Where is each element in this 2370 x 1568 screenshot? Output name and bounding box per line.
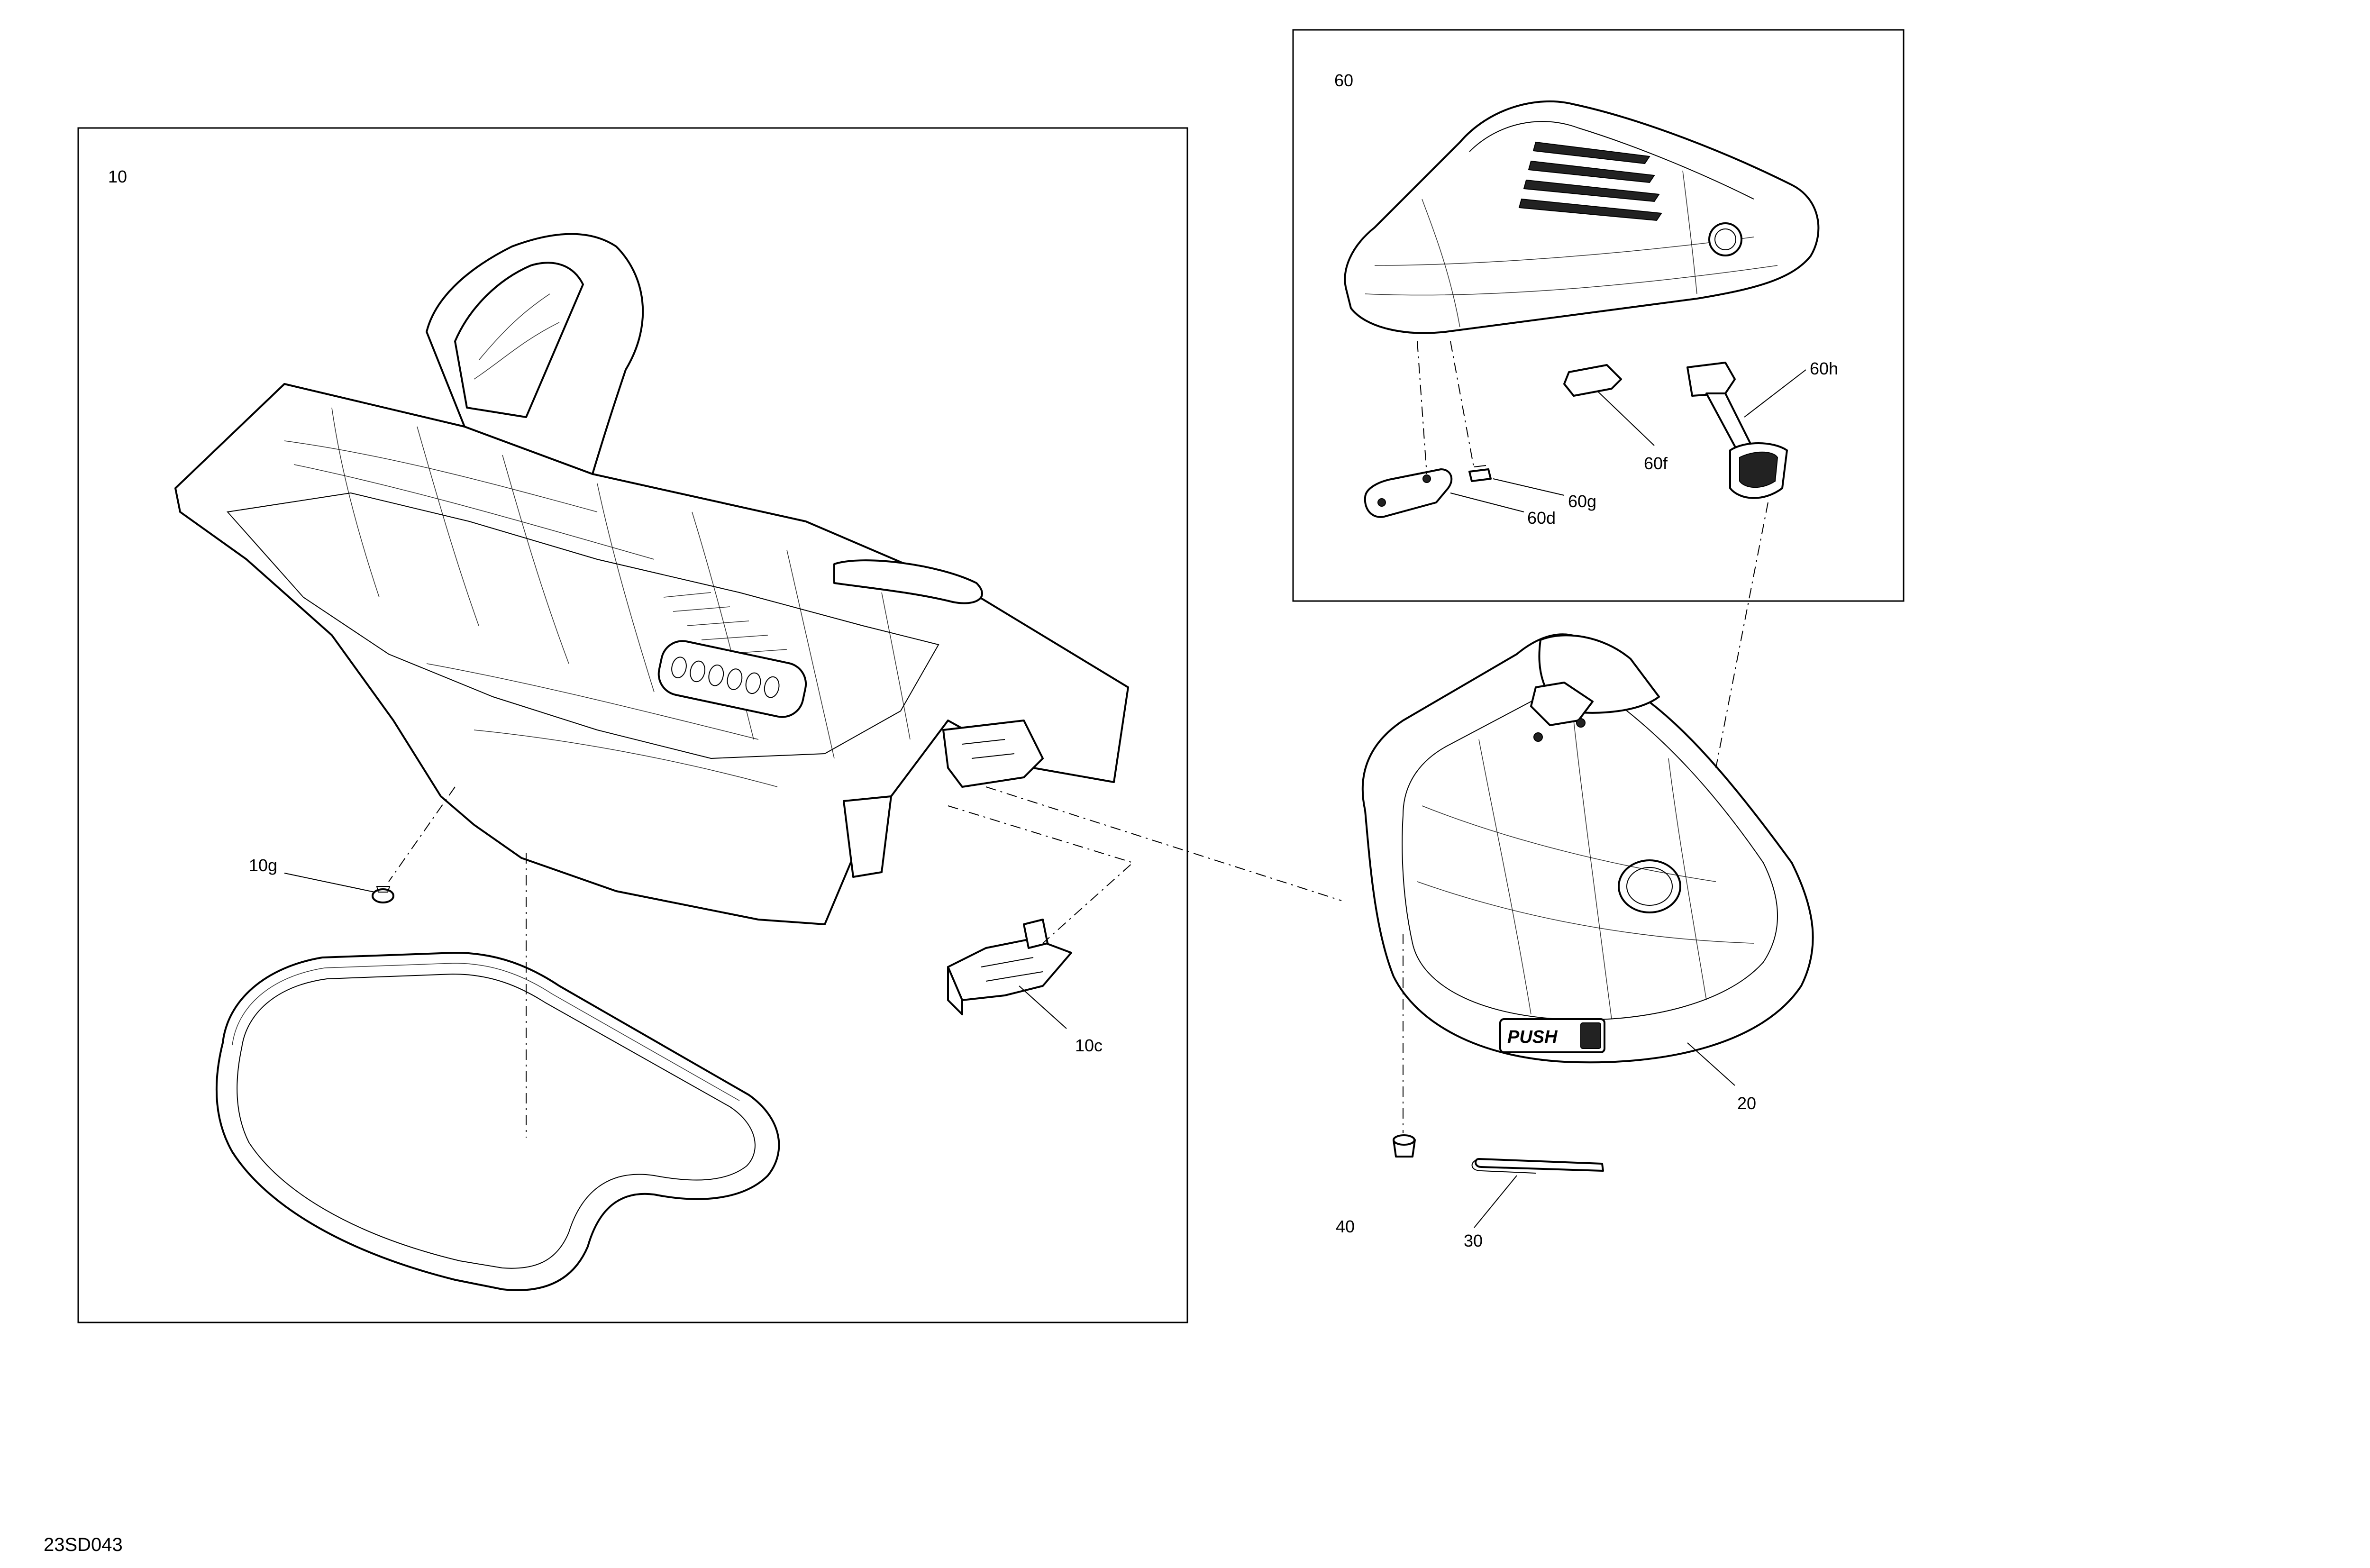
storage-cover-part-20: PUSH [1361, 633, 1814, 1064]
plug-part-40 [1393, 1134, 1416, 1158]
callout-40: 40 [1336, 1217, 1355, 1236]
push-badge: PUSH [1499, 1018, 1605, 1053]
callout-60f: 60f [1644, 454, 1668, 473]
clip-part-10g [372, 886, 394, 903]
callout-leaders [284, 369, 1806, 1228]
bracket-part-60d [1364, 468, 1453, 518]
latch-part-60f [1563, 364, 1622, 397]
assembly-lines [388, 341, 1768, 1138]
hook-part-60h [1686, 362, 1788, 499]
pin-part-30 [1471, 1158, 1604, 1174]
latch-bracket-10c [947, 919, 1072, 1015]
callout-60g: 60g [1568, 492, 1596, 511]
seat-part [174, 233, 1129, 925]
push-label: PUSH [1507, 1027, 1558, 1047]
callout-20: 20 [1737, 1094, 1756, 1113]
group-label-10: 10 [108, 167, 127, 186]
callout-30: 30 [1464, 1231, 1483, 1250]
document-id: 23SD043 [44, 1534, 123, 1555]
callout-10c: 10c [1075, 1036, 1103, 1055]
nut-part-60g [1468, 465, 1492, 482]
group-box-10: 10 [77, 127, 1188, 1323]
group-box-60: 60 [1292, 29, 1905, 602]
seat-logo-ovals [671, 656, 780, 698]
seat-gasket-part [215, 952, 780, 1291]
group-label-60: 60 [1334, 71, 1353, 90]
backrest-part-60 [1344, 100, 1820, 334]
callout-60d: 60d [1527, 508, 1556, 528]
callout-10g: 10g [249, 856, 277, 875]
backrest-vents [1518, 141, 1662, 221]
callout-60h: 60h [1810, 359, 1838, 378]
